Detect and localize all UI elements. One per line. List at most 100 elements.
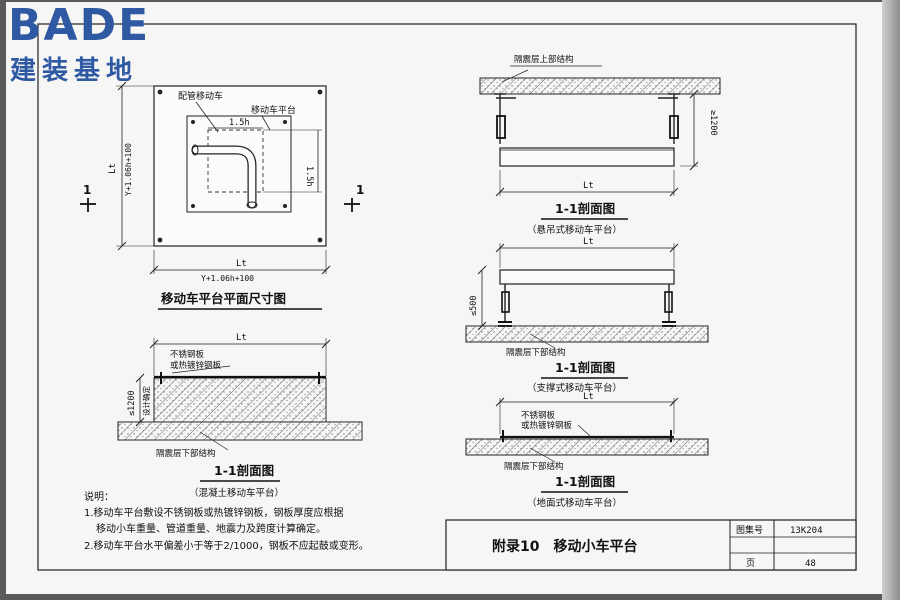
page-label: 页 [746,558,755,569]
section-title: 1-1剖面图 [555,201,615,216]
label-below: 隔震层下部结构 [504,461,564,472]
label-plate-2: 或热镀锌钢板 [521,420,573,431]
dim-lt: Lt [236,333,247,343]
plan-outer-plate [153,85,327,247]
label-plate-1: 不锈钢板 [521,410,556,421]
title-block-frame [445,519,857,571]
section-subtitle: （地面式移动车平台） [527,497,622,509]
bolt-icon [157,237,163,243]
section-title: 1-1剖面图 [555,360,615,375]
section-subtitle: （悬吊式移动车平台） [527,224,622,236]
bolt-icon [191,120,195,124]
bolt-icon [317,237,323,243]
dim-formula-left: Y+1.06h+100 [124,143,133,196]
ground-texture [118,422,362,440]
leader-line [529,447,556,463]
page-value: 48 [805,559,816,569]
notes-line-1: 1.移动车平台敷设不锈钢板或热镀锌钢板，钢板厚度应根据 [84,506,344,519]
pipe-end-icon [191,144,199,156]
label-below: 隔震层下部结构 [156,448,216,459]
notes: 说明： 1.移动车平台敷设不锈钢板或热镀锌钢板，钢板厚度应根据 移动小车重量、管… [84,490,369,552]
plan-inner-platform [186,115,292,213]
section-subtitle: （支撑式移动车平台） [527,382,622,394]
page-edge [882,0,900,600]
dim-tick [669,187,679,197]
section-subtitle: （混凝土移动车平台） [189,487,284,499]
dim-tick [117,81,127,91]
dim-tick [135,417,145,427]
dim-lt-left: Lt [108,163,118,174]
bolt-icon [317,89,323,95]
plan-title: 移动车平台平面尺寸图 [161,291,286,306]
leg-clamp-icon [501,291,510,313]
dim-tick [689,161,699,171]
section-ground: Lt 不锈钢板 或热镀锌钢板 隔震层下部结构 1-1剖面图 （地面式移动车平台） [465,392,709,509]
dim-tick [495,397,505,407]
concrete-texture [154,378,326,422]
label-above: 隔震层上部结构 [514,54,574,65]
dim-lt: Lt [583,392,594,402]
section-title: 1-1剖面图 [214,463,274,478]
section-marker-left: 1 [80,183,96,212]
dim-design: 设计确定 [141,386,151,416]
hanger-clamp-icon [496,115,506,139]
dim-height: ≤500 [469,296,479,316]
base-plate-icon [498,321,512,327]
leader-line [577,424,591,437]
bolt-icon [283,120,287,124]
base-plate-icon [662,321,676,327]
dim-tick [669,243,679,253]
leader-line [199,431,229,451]
atlas-label: 图集号 [736,524,763,536]
dim-15h-top: 1.5h [229,118,249,128]
leader-line [261,115,271,131]
svg-text:1: 1 [83,183,91,197]
label-platform: 移动车平台 [251,104,296,116]
label-pipe-car: 配管移动车 [178,90,223,102]
dim-tick [117,241,127,251]
leader-line [529,333,556,349]
dim-tick [321,265,331,275]
dim-tick [669,397,679,407]
dim-tick [477,321,487,331]
section-title: 1-1剖面图 [555,474,615,489]
logo-brand: BADE [8,0,151,51]
leader-line [171,365,231,374]
svg-text:1: 1 [356,183,364,197]
dim-tick [495,187,505,197]
dim-tick [689,89,699,99]
atlas-value: 13K204 [790,526,823,536]
label-plate-1: 不锈钢板 [170,349,205,360]
leader-line [195,101,219,133]
dim-tick [149,265,159,275]
hanger-right-icon [658,93,680,144]
brand-logo: BADE 建装基地 [8,0,178,86]
bolt-icon [283,204,287,208]
ground-texture [466,439,708,455]
title-block: 附录10 移动小车平台 图集号 13K204 页 48 [445,519,857,571]
dim-height: ≥1200 [708,110,718,136]
dim-tick [135,373,145,383]
notes-line-2: 移动小车重量、管道重量、地震力及跨度计算确定。 [96,522,326,535]
hanging-deck [499,147,675,167]
dim-tick [321,339,331,349]
ground-texture [466,326,708,342]
bolt-icon [191,204,195,208]
leg-clamp-icon [664,291,673,313]
section-marker-right: 1 [344,183,364,212]
pipe-elbow-inner [192,146,256,208]
hanger-clamp-icon [669,115,679,139]
upper-texture [480,78,720,94]
bolt-icon [157,89,163,95]
dim-tick [477,265,487,275]
dim-tick [495,243,505,253]
notes-heading: 说明： [84,490,114,503]
dim-lt: Lt [583,181,594,191]
label-below: 隔震层下部结构 [506,347,566,358]
dim-lt: Lt [583,237,594,247]
section-support: Lt ≤500 隔震层下部结构 1-1剖面图 （支撑式移动车平台） [465,237,709,394]
dim-tick [149,339,159,349]
paper [6,2,882,594]
